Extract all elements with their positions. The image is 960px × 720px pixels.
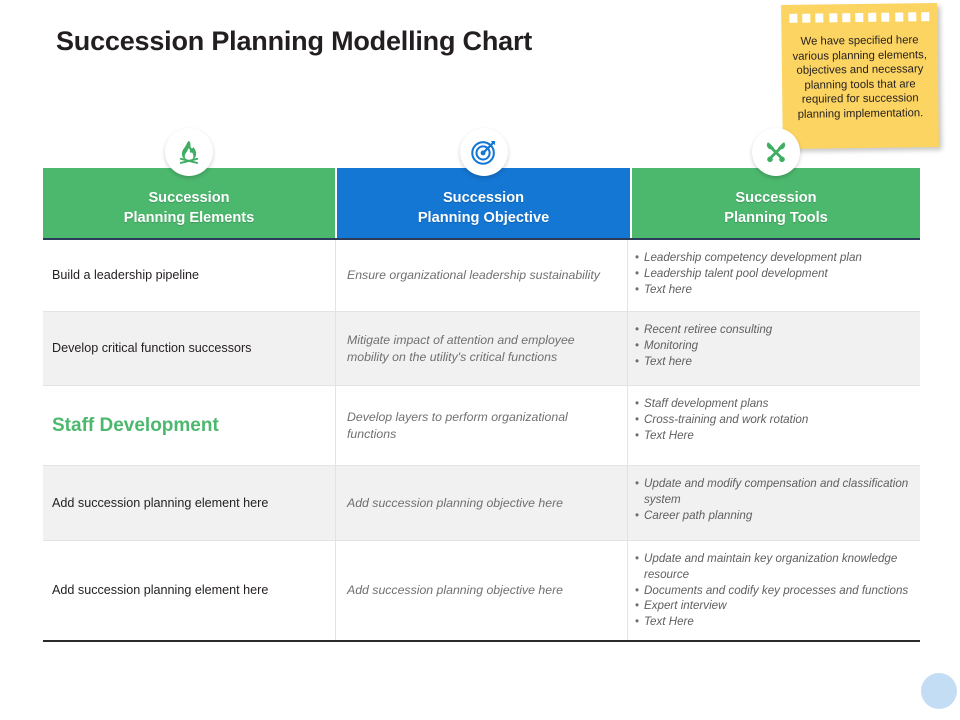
campfire-icon bbox=[165, 128, 213, 176]
list-item: Monitoring bbox=[635, 338, 912, 354]
table-cell-tools: Update and modify compensation and class… bbox=[628, 466, 918, 540]
table-cell-element: Add succession planning element here bbox=[43, 466, 335, 540]
table-cell-objective: Add succession planning objective here bbox=[335, 541, 628, 640]
column-header-tools-label: Succession Planning Tools bbox=[724, 188, 828, 228]
tools-bullet-list: Staff development plans Cross-training a… bbox=[635, 396, 912, 443]
table-row[interactable]: Staff Development Develop layers to perf… bbox=[43, 386, 920, 466]
list-item: Update and modify compensation and class… bbox=[635, 476, 912, 508]
list-item: Staff development plans bbox=[635, 396, 912, 412]
element-text: Develop critical function successors bbox=[52, 341, 252, 355]
list-item: Text Here bbox=[635, 614, 912, 630]
element-text: Add succession planning element here bbox=[52, 583, 269, 597]
column-header-elements-line2: Planning Elements bbox=[123, 210, 255, 226]
sticky-note-text: We have specified here various planning … bbox=[792, 34, 928, 121]
column-header-elements[interactable]: Succession Planning Elements bbox=[43, 128, 335, 238]
column-header-objective-line2: Planning Objective bbox=[417, 210, 550, 226]
column-header-objective-line1: Succession bbox=[442, 190, 525, 206]
objective-text: Mitigate impact of attention and employe… bbox=[347, 333, 575, 364]
list-item: Text here bbox=[635, 354, 912, 370]
column-header-objective[interactable]: Succession Planning Objective bbox=[337, 128, 630, 238]
objective-text: Ensure organizational leadership sustain… bbox=[347, 268, 600, 283]
table-row[interactable]: Add succession planning element here Add… bbox=[43, 466, 920, 541]
objective-text: Add succession planning objective here bbox=[347, 495, 564, 510]
table-cell-objective: Add succession planning objective here bbox=[335, 466, 628, 540]
list-item: Career path planning bbox=[635, 508, 912, 524]
column-header-tools[interactable]: Succession Planning Tools bbox=[632, 128, 920, 238]
table-cell-element: Develop critical function successors bbox=[43, 312, 335, 385]
table-cell-tools: Staff development plans Cross-training a… bbox=[628, 386, 918, 465]
table-cell-objective: Develop layers to perform organizational… bbox=[335, 386, 628, 465]
objective-text: Add succession planning objective here bbox=[347, 583, 564, 598]
sticky-note: We have specified here various planning … bbox=[781, 3, 939, 149]
list-item: Documents and codify key processes and f… bbox=[635, 583, 912, 599]
list-item: Cross-training and work rotation bbox=[635, 412, 912, 428]
list-item: Leadership talent pool development bbox=[635, 266, 912, 282]
table-cell-objective: Ensure organizational leadership sustain… bbox=[335, 240, 628, 311]
succession-planning-table: Succession Planning Elements Succession … bbox=[43, 128, 920, 642]
list-item: Text Here bbox=[635, 428, 912, 444]
tools-icon bbox=[752, 128, 800, 176]
table-cell-tools: Leadership competency development plan L… bbox=[628, 240, 918, 311]
list-item: Expert interview bbox=[635, 598, 912, 614]
list-item: Leadership competency development plan bbox=[635, 250, 912, 266]
list-item: Recent retiree consulting bbox=[635, 322, 912, 338]
table-cell-element: Build a leadership pipeline bbox=[43, 240, 335, 311]
table-row[interactable]: Develop critical function successors Mit… bbox=[43, 312, 920, 386]
table-header-row: Succession Planning Elements Succession … bbox=[43, 128, 920, 240]
column-header-tools-line2: Planning Tools bbox=[724, 210, 828, 226]
element-text: Add succession planning element here bbox=[52, 495, 269, 510]
table-cell-element: Staff Development bbox=[43, 386, 335, 465]
column-header-elements-line1: Succession bbox=[148, 190, 230, 206]
column-header-objective-label: Succession Planning Objective bbox=[418, 188, 549, 228]
table-cell-tools: Update and maintain key organization kno… bbox=[628, 541, 918, 640]
table-cell-tools: Recent retiree consulting Monitoring Tex… bbox=[628, 312, 918, 385]
tools-bullet-list: Update and modify compensation and class… bbox=[635, 476, 912, 523]
column-header-elements-label: Succession Planning Elements bbox=[124, 188, 255, 228]
tools-bullet-list: Leadership competency development plan L… bbox=[635, 250, 912, 297]
sticky-note-perforation bbox=[789, 12, 930, 23]
page-title: Succession Planning Modelling Chart bbox=[56, 26, 533, 56]
table-row[interactable]: Add succession planning element here Add… bbox=[43, 541, 920, 642]
decorative-circle bbox=[921, 673, 957, 709]
list-item: Update and maintain key organization kno… bbox=[635, 551, 912, 583]
table-row[interactable]: Build a leadership pipeline Ensure organ… bbox=[43, 240, 920, 312]
tools-bullet-list: Recent retiree consulting Monitoring Tex… bbox=[635, 322, 912, 369]
column-header-tools-line1: Succession bbox=[735, 190, 817, 206]
list-item: Text here bbox=[635, 282, 912, 298]
objective-text: Develop layers to perform organizational… bbox=[347, 410, 568, 441]
table-cell-element: Add succession planning element here bbox=[43, 541, 335, 640]
tools-bullet-list: Update and maintain key organization kno… bbox=[635, 551, 912, 630]
element-text-highlighted: Staff Development bbox=[52, 415, 219, 436]
element-text: Build a leadership pipeline bbox=[52, 268, 200, 282]
target-icon bbox=[459, 128, 508, 176]
table-cell-objective: Mitigate impact of attention and employe… bbox=[335, 312, 628, 385]
